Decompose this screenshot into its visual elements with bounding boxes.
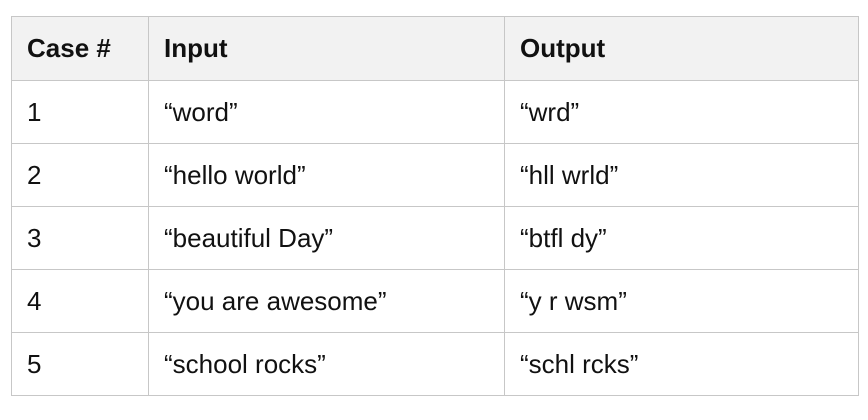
- header-row: Case # Input Output: [11, 16, 859, 81]
- output-cell: “hll wrld”: [504, 143, 859, 207]
- header-output: Output: [504, 16, 859, 81]
- case-number-cell: 2: [11, 143, 149, 207]
- header-case-number: Case #: [11, 16, 149, 81]
- input-cell: “school rocks”: [148, 332, 505, 396]
- test-cases-table: Case # Input Output 1 “word” “wrd” 2 “he…: [11, 16, 859, 396]
- table-header: Case # Input Output: [11, 16, 859, 81]
- case-number-cell: 3: [11, 206, 149, 270]
- output-cell: “y r wsm”: [504, 269, 859, 333]
- output-cell: “btfl dy”: [504, 206, 859, 270]
- table-row: 1 “word” “wrd”: [11, 80, 859, 144]
- case-number-cell: 1: [11, 80, 149, 144]
- output-cell: “schl rcks”: [504, 332, 859, 396]
- input-cell: “word”: [148, 80, 505, 144]
- table-row: 4 “you are awesome” “y r wsm”: [11, 269, 859, 333]
- case-number-cell: 4: [11, 269, 149, 333]
- output-cell: “wrd”: [504, 80, 859, 144]
- table-row: 5 “school rocks” “schl rcks”: [11, 332, 859, 396]
- header-input: Input: [148, 16, 505, 81]
- input-cell: “beautiful Day”: [148, 206, 505, 270]
- table-row: 2 “hello world” “hll wrld”: [11, 143, 859, 207]
- table-body: 1 “word” “wrd” 2 “hello world” “hll wrld…: [11, 80, 859, 396]
- case-number-cell: 5: [11, 332, 149, 396]
- input-cell: “hello world”: [148, 143, 505, 207]
- table-container: Case # Input Output 1 “word” “wrd” 2 “he…: [11, 16, 859, 396]
- table-row: 3 “beautiful Day” “btfl dy”: [11, 206, 859, 270]
- input-cell: “you are awesome”: [148, 269, 505, 333]
